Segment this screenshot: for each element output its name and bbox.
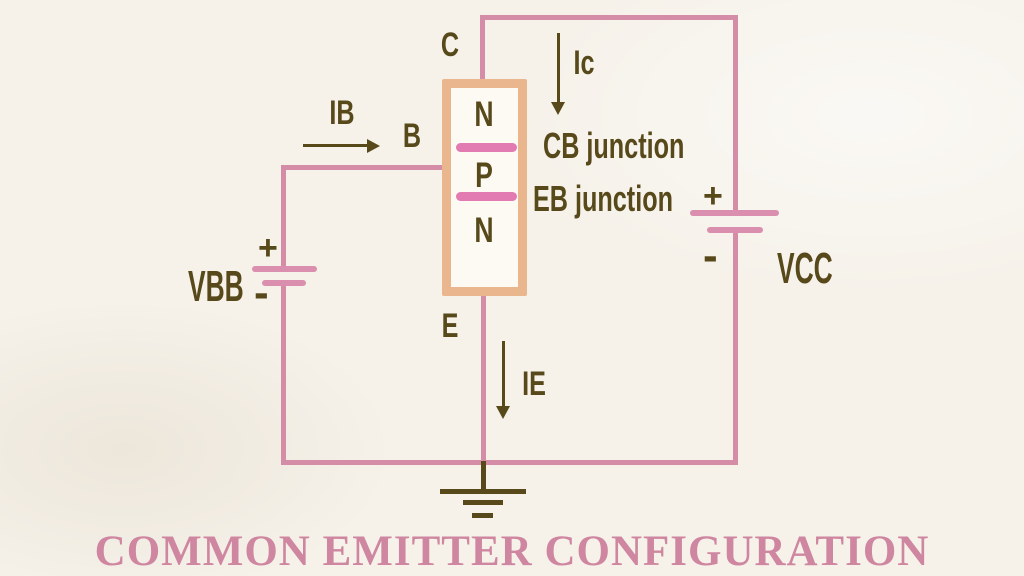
ie-arrow-head (496, 406, 510, 419)
wire-emitter-stub (481, 294, 486, 462)
ib-arrow-line (303, 144, 369, 147)
ground-bar-long (440, 489, 526, 494)
ic-arrow-head (551, 102, 565, 115)
wire-collector-stub (480, 17, 485, 89)
wire-right-upper (733, 15, 738, 212)
ib-arrow-head (367, 139, 380, 153)
ground-bar-short (472, 513, 493, 518)
region-p-middle: P (475, 156, 493, 195)
wire-left-upper (281, 165, 286, 269)
wire-top (480, 15, 738, 20)
vcc-battery-plate-positive (690, 210, 779, 216)
eb-junction-bar (456, 192, 517, 201)
cb-junction-bar (456, 143, 517, 152)
ic-current-label: Ic (573, 44, 595, 82)
wire-left-lower (281, 283, 286, 463)
region-n-top: N (474, 95, 494, 134)
vcc-minus-sign: - (703, 231, 718, 280)
vbb-battery-plate-positive (252, 266, 317, 272)
vbb-plus-sign: + (258, 229, 278, 267)
collector-terminal-label: C (440, 26, 460, 64)
ie-current-label: IE (522, 365, 546, 403)
region-n-bottom: N (474, 211, 494, 250)
vbb-battery-plate-negative (262, 280, 306, 286)
ground-bar-medium (463, 500, 503, 505)
wire-right-lower (733, 232, 738, 464)
vcc-label: VCC (777, 244, 833, 293)
emitter-terminal-label: E (441, 307, 459, 345)
ground-stem (481, 461, 486, 492)
ib-current-label: IB (329, 94, 355, 132)
diagram-title: COMMON EMITTER CONFIGURATION (94, 528, 930, 575)
vcc-plus-sign: + (703, 177, 723, 215)
transistor-body (442, 79, 527, 296)
vbb-minus-sign: - (254, 268, 269, 317)
ie-arrow-line (502, 341, 505, 408)
ic-arrow-line (557, 33, 560, 104)
vcc-battery-plate-negative (707, 227, 763, 233)
base-terminal-label: B (402, 117, 422, 155)
vbb-label: VBB (188, 262, 244, 311)
wire-base (281, 165, 443, 170)
eb-junction-label: EB junction (533, 178, 673, 219)
wire-bottom (281, 460, 738, 465)
cb-junction-label: CB junction (543, 125, 685, 166)
